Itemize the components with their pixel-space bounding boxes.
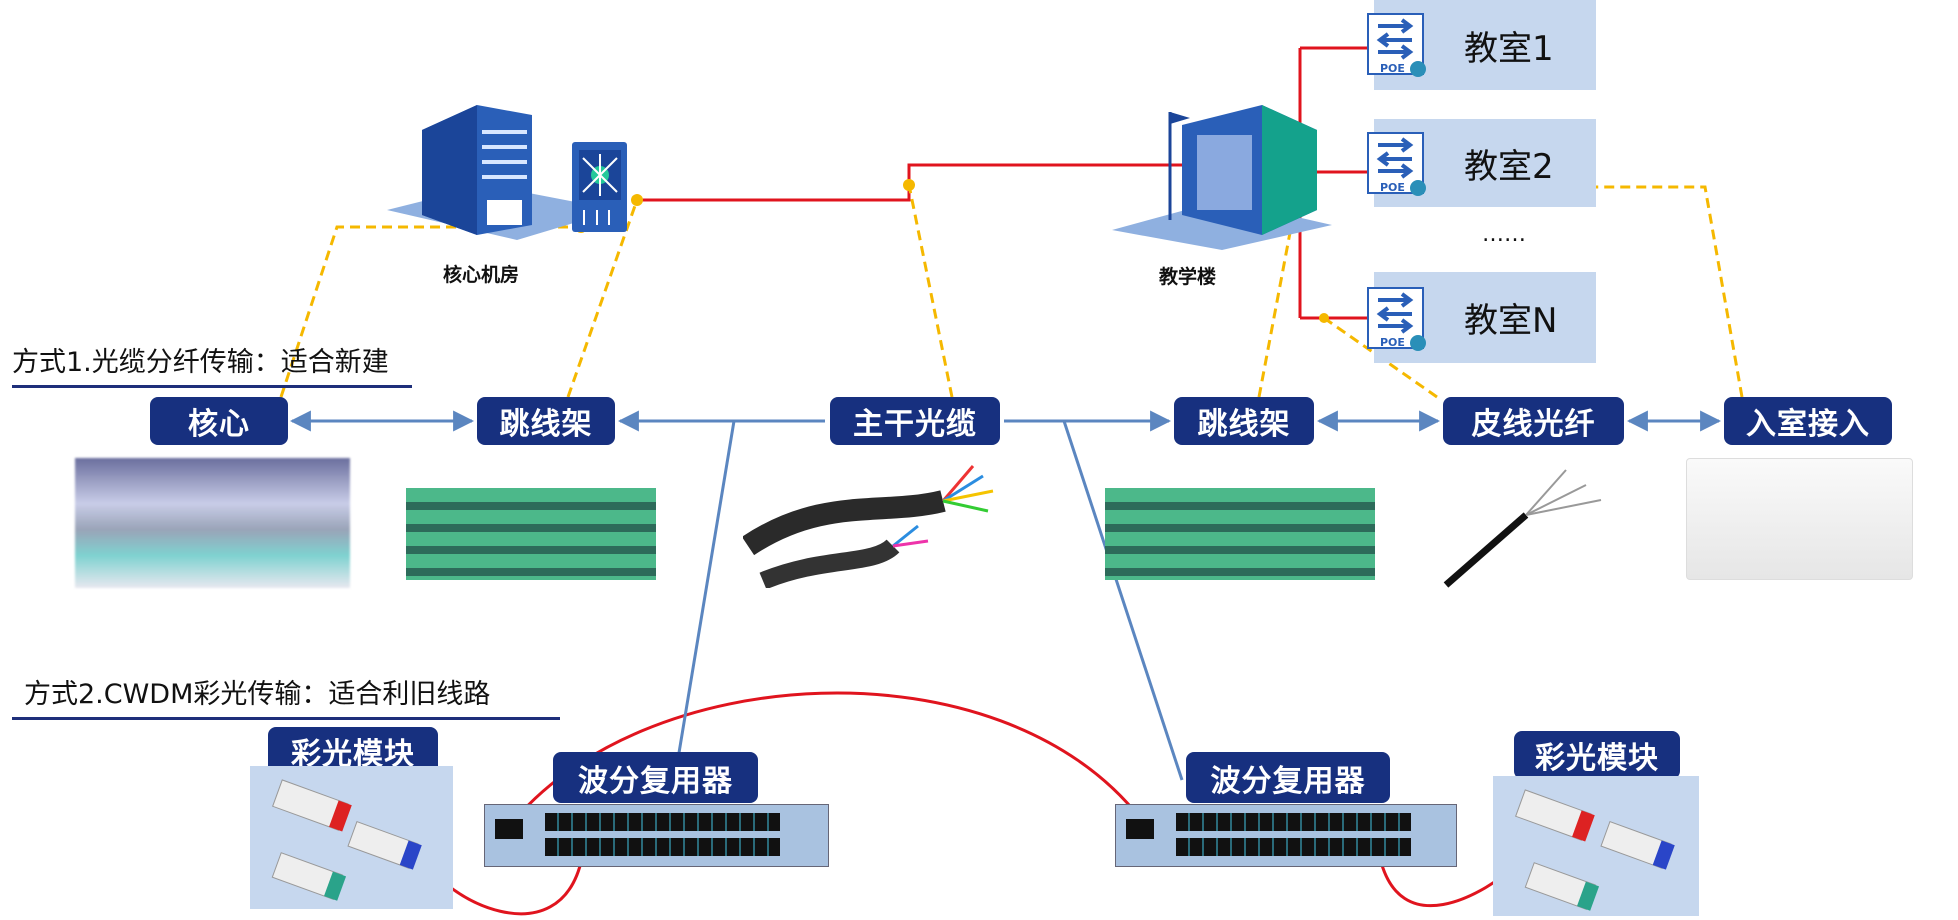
classroom-1: POE 教室1 xyxy=(1367,0,1596,90)
teaching-building-label: 教学楼 xyxy=(1159,266,1217,288)
backbone-cable-photo xyxy=(743,456,1043,588)
classroom-1-label: 教室1 xyxy=(1464,28,1554,69)
mode1-title: 方式1.光缆分纤传输：适合新建 xyxy=(12,340,412,388)
poe-switch-icon: POE xyxy=(1367,132,1426,196)
core-room-building-icon xyxy=(387,100,652,250)
classroom-n: POE 教室N xyxy=(1367,272,1596,363)
node-backbone-cable: 主干光缆 xyxy=(830,397,1000,445)
mode2-title: 方式2.CWDM彩光传输：适合利旧线路 xyxy=(12,672,560,720)
node-indoor-access: 入室接入 xyxy=(1724,397,1892,445)
svg-text:POE: POE xyxy=(1380,62,1405,75)
flow-arrows xyxy=(289,410,1722,796)
classroom-ellipsis: …… xyxy=(1482,222,1526,247)
patch-panel-photo-right xyxy=(1105,488,1375,580)
left-wdm-label: 波分复用器 xyxy=(553,752,758,803)
classroom-n-label: 教室N xyxy=(1464,301,1558,341)
node-patch-panel-left: 跳线架 xyxy=(477,397,615,445)
classroom-2: POE 教室2 xyxy=(1367,119,1596,207)
left-wdm-device xyxy=(484,804,829,867)
poe-switch-icon: POE xyxy=(1367,13,1426,77)
sfp-module-icons xyxy=(1515,789,1675,911)
svg-text:POE: POE xyxy=(1380,336,1405,349)
drop-fiber-photo xyxy=(1436,460,1626,588)
node-drop-fiber: 皮线光纤 xyxy=(1443,397,1624,445)
teaching-building-icon xyxy=(1112,100,1332,250)
svg-text:POE: POE xyxy=(1380,181,1405,194)
sfp-module-icons xyxy=(271,779,422,901)
core-switch-photo xyxy=(75,458,350,588)
left-color-module-panel xyxy=(250,766,453,909)
node-patch-panel-right: 跳线架 xyxy=(1174,397,1314,445)
right-wdm-device xyxy=(1115,804,1457,867)
right-color-module-label: 彩光模块 xyxy=(1514,731,1680,779)
indoor-access-box-photo xyxy=(1686,458,1913,580)
poe-switch-icon: POE xyxy=(1367,287,1426,351)
patch-panel-photo-left xyxy=(406,488,656,580)
right-wdm-label: 波分复用器 xyxy=(1186,752,1390,803)
node-core: 核心 xyxy=(150,397,288,445)
core-room-label: 核心机房 xyxy=(443,264,520,286)
right-color-module-panel xyxy=(1493,776,1699,916)
classroom-2-label: 教室2 xyxy=(1464,146,1554,187)
